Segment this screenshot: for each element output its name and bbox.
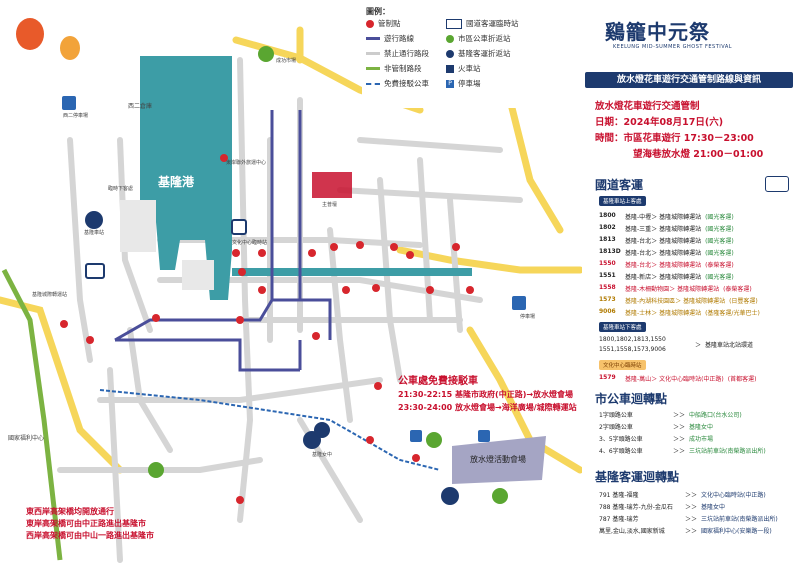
culture-center-label: 文化中心臨時站 (232, 239, 267, 246)
legend-control: 管制點 (366, 18, 401, 29)
east-terminal-label: 東岸聯外旅運中心 (226, 159, 266, 166)
non-control-road (1, 268, 63, 561)
legend-shuttle: 免費接駁公車 (366, 78, 429, 89)
legend-no-parking: 禁止通行路段 (366, 48, 429, 59)
brand: 鷄籠中元祭 KEELUNG MID-SUMMER GHOST FESTIVAL (585, 16, 800, 56)
welfare-label: 國家福利中心 (8, 434, 44, 442)
venue-parking-label: 停車場 (520, 313, 535, 320)
citybus-row: 4、6字頭路公車＞＞三坑站前車站(南榮路派出所) (599, 448, 766, 455)
roads (57, 57, 523, 563)
pier-block (182, 260, 214, 290)
keelungbus-row: 788 基隆-瑞芳-九份-金瓜石＞＞基隆女中 (599, 504, 726, 511)
city-bus-stop-icon (148, 46, 508, 504)
keelungbus-heading: 基隆客運迴轉點 (595, 470, 680, 484)
shuttle-line-2: 23:30-24:00 放水燈會場→海洋廣場/城際轉運站 (398, 403, 577, 412)
down-dest: ＞基隆車站北站環道 (695, 342, 754, 349)
control-time-1: 時間：市區花車遊行 17:30－23:00 (595, 133, 754, 144)
control-date: 日期：2024年08月17日(六) (595, 117, 724, 128)
intercity-bus-stop-icon (85, 219, 330, 438)
map-legend: 圖例： 管制點 遊行路線 禁止通行路段 非管制路段 免費接駁公車 國道客運臨時站… (362, 4, 562, 108)
lantern-icon (16, 18, 44, 50)
venue-area (452, 436, 546, 484)
warehouse-block (120, 200, 156, 252)
note-1: 東西岸高架橋均開放通行 (26, 507, 114, 516)
citybus-heading: 市公車迴轉點 (595, 392, 668, 406)
culture-tag: 文化中心臨時站 (599, 360, 646, 370)
lantern-icon (60, 36, 80, 60)
canal (232, 268, 472, 276)
parade-route (114, 110, 332, 372)
chenggong-market-label: 成功市場 (276, 57, 296, 64)
intercity-heading: 國道客運 (595, 178, 644, 192)
intercity-down-tag: 基隆車站下客處 (599, 322, 646, 332)
brand-subtitle: KEELUNG MID-SUMMER GHOST FESTIVAL (613, 44, 733, 50)
intercity-drop-label: 臨時下客處 (108, 185, 133, 192)
temple-label: 主普壇 (322, 201, 337, 208)
venue-label: 放水燈活動會場 (470, 454, 526, 464)
parking-icon (62, 96, 526, 442)
shuttle-line-1: 21:30-22:15 基隆市政府(中正路)→放水燈會場 (398, 390, 574, 399)
station-label: 基隆車站 (84, 229, 104, 236)
temple-icon (312, 172, 352, 198)
note-2: 東岸高架橋可由中正路進出基隆市 (26, 519, 146, 528)
transfer-label: 基隆城際轉運站 (32, 291, 67, 298)
info-panel: 鷄籠中元祭 KEELUNG MID-SUMMER GHOST FESTIVAL … (585, 0, 800, 566)
keelungbus-row: 791 基隆-福隆＞＞文化中心臨時站(中正路) (599, 492, 766, 499)
citybus-row: 1字頭路公車＞＞中船路口(台水公司) (599, 412, 742, 419)
intercity-up-tag: 基隆車站上客處 (599, 196, 646, 206)
panel-header: 放水燈花車遊行交通管制路線與資訊 (585, 72, 793, 88)
down-routes-2: 1551,1558,1573,9006 (599, 346, 666, 353)
legend-title: 圖例： (366, 7, 390, 16)
intercity-bus-icon (765, 176, 789, 192)
legend-non-control: 非管制路段 (366, 63, 422, 74)
note-3: 西岸高架橋可由中山一路進出基隆市 (26, 531, 154, 540)
shuttle-heading: 公車處免費接駁車 (398, 376, 478, 387)
harbor-label: 基隆港 (157, 174, 195, 189)
west-parking-label: 西二停車場 (63, 112, 88, 119)
keelungbus-row: 787 基隆-瑞芳＞＞三坑站前車站(南榮路派出所) (599, 516, 778, 523)
down-routes-1: 1800,1802,1813,1550 (599, 336, 666, 343)
brand-title: 鷄籠中元祭 (605, 20, 710, 44)
legend-city-bus: 市區公車折返站 (446, 33, 511, 44)
legend-train: 火車站 (446, 63, 481, 74)
bridge-notes: 東西岸高架橋均開放通行 東岸高架橋可由中正路進出基隆市 西岸高架橋可由中山一路進… (26, 506, 154, 542)
keelung-girls-label: 基隆女中 (312, 451, 332, 458)
control-heading: 放水燈花車遊行交通管制 (595, 101, 700, 112)
legend-intercity: 國道客運臨時站 (446, 18, 519, 29)
west-warehouse-label: 西二倉庫 (128, 102, 152, 110)
citybus-row: 2字頭路公車＞＞基隆女中 (599, 424, 714, 431)
legend-keelung-bus: 基隆客運折返站 (446, 48, 511, 59)
shuttle-info: 公車處免費接駁車 21:30-22:15 基隆市政府(中正路)→放水燈會場 23… (398, 372, 577, 428)
citybus-row: 3、5字頭路公車＞＞成功市場 (599, 436, 714, 443)
harbor-water (140, 56, 232, 300)
control-time-2: 望海巷放水燈 21:00－01:00 (633, 149, 764, 160)
control-points (60, 154, 474, 504)
shuttle-route (99, 389, 441, 471)
legend-parade: 遊行路線 (366, 33, 414, 44)
keelungbus-row: 萬里,金山,淡水,國家新城＞＞國家福利中心(安樂路一段) (599, 528, 772, 535)
